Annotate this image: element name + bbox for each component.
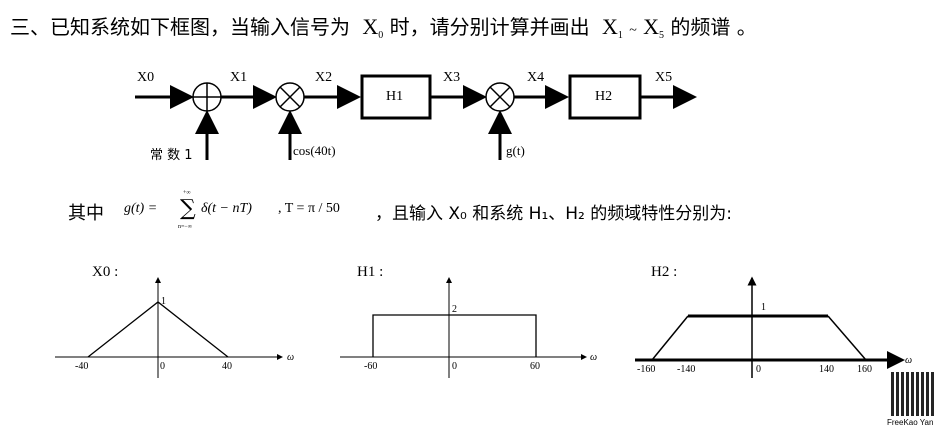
x0-tick: 0 bbox=[160, 361, 165, 372]
h1-peak-label: 2 bbox=[452, 304, 457, 315]
question-prefix: 三、已知系统如下框图，当输入信号为 bbox=[10, 15, 350, 39]
sum-lower: n=−∞ bbox=[178, 224, 193, 230]
x5-symbol: X5 bbox=[643, 14, 665, 41]
h2-tick: 140 bbox=[819, 364, 834, 375]
block-h2-label: H2 bbox=[595, 89, 613, 104]
label-x3: X3 bbox=[443, 70, 461, 85]
sum-upper: +∞ bbox=[183, 190, 191, 196]
block-diagram bbox=[135, 74, 697, 160]
label-x5: X5 bbox=[655, 70, 673, 85]
h2-tick: 0 bbox=[756, 364, 761, 375]
block-h2 bbox=[568, 74, 642, 120]
block-h1 bbox=[360, 74, 432, 120]
h1-tick: 0 bbox=[452, 361, 457, 372]
x0-axis-label: ω bbox=[287, 352, 295, 363]
h2-tick: -140 bbox=[677, 364, 696, 375]
h1-graph-title: H1 : bbox=[357, 264, 384, 280]
block-h1-label: H1 bbox=[386, 89, 404, 104]
x0-symbol: X0 bbox=[362, 14, 384, 41]
h1-tick: -60 bbox=[364, 361, 378, 372]
h2-tick: -160 bbox=[637, 364, 656, 375]
g-input-label: g(t) bbox=[506, 143, 525, 158]
question-suffix: 的频谱 。 bbox=[670, 15, 757, 39]
qr-code-icon bbox=[891, 372, 935, 416]
question-mid: 时，请分别计算并画出 bbox=[389, 15, 590, 39]
multiplier-icon bbox=[275, 82, 305, 112]
T-definition: , T = π / 50 bbox=[278, 201, 340, 216]
h1-graph bbox=[340, 277, 587, 378]
label-x2: X2 bbox=[315, 70, 333, 85]
sum-icon: ∑ bbox=[180, 196, 196, 221]
g-definition: g(t) = bbox=[124, 201, 158, 216]
x0-graph-title: X0 : bbox=[92, 264, 119, 280]
h2-graph bbox=[635, 276, 905, 378]
x0-tick: 40 bbox=[222, 361, 232, 372]
delta-term: δ(t − nT) bbox=[201, 201, 252, 216]
multiplier-icon bbox=[485, 82, 515, 112]
x0-tick: -40 bbox=[75, 361, 89, 372]
label-x1: X1 bbox=[230, 70, 248, 85]
tilde: ~ bbox=[629, 23, 637, 38]
h2-graph-title: H2 : bbox=[651, 264, 678, 280]
cos-input-label: cos(40t) bbox=[293, 143, 336, 158]
question-line: 三、已知系统如下框图，当输入信号为 X0 时，请分别计算并画出 X1 ~ X5 … bbox=[10, 11, 757, 41]
x1-symbol: X1 bbox=[601, 14, 623, 41]
h2-axis-label: ω bbox=[905, 355, 913, 366]
x0-peak-label: 1 bbox=[161, 296, 166, 307]
label-x4: X4 bbox=[527, 70, 545, 85]
condition-suffix: ，且输入 X₀ 和系统 H₁、H₂ 的频域特性分别为: bbox=[375, 204, 732, 224]
adder-icon bbox=[192, 82, 222, 112]
h1-tick: 60 bbox=[530, 361, 540, 372]
x0-graph bbox=[55, 277, 283, 378]
h1-axis-label: ω bbox=[590, 352, 598, 363]
const-input-label: 常 数 1 bbox=[150, 148, 193, 163]
h2-peak-label: 1 bbox=[761, 302, 766, 313]
label-x0: X0 bbox=[137, 70, 155, 85]
h2-tick: 160 bbox=[857, 364, 872, 375]
watermark-text: FreeKao Yan bbox=[887, 418, 934, 427]
condition-prefix: 其中 bbox=[68, 203, 104, 224]
